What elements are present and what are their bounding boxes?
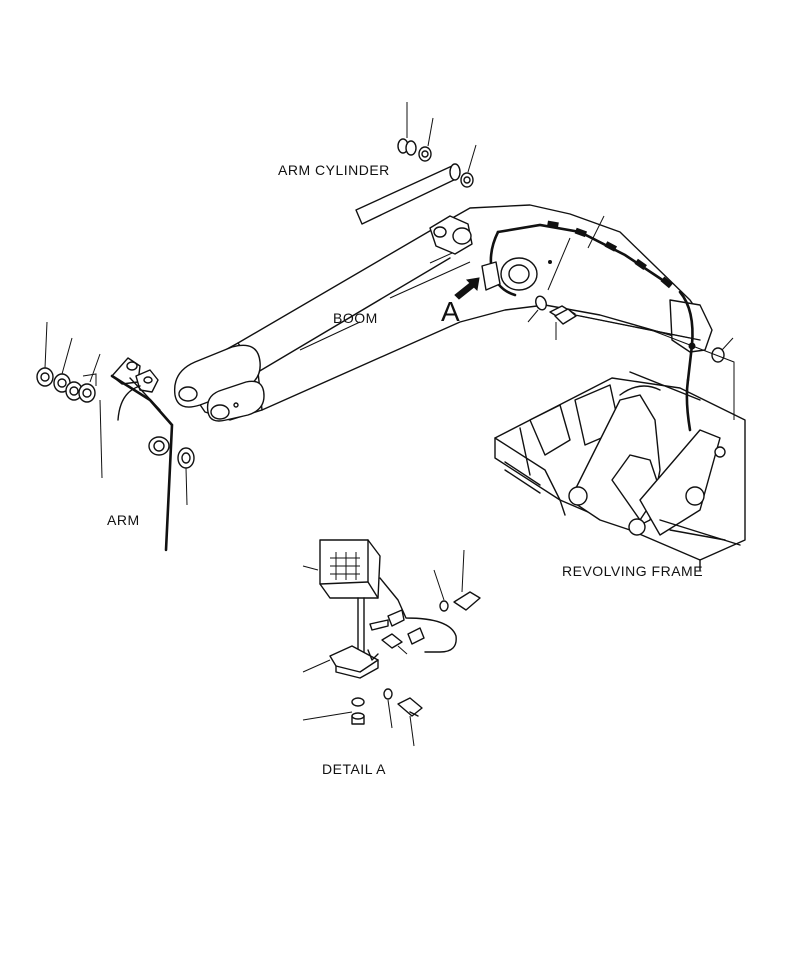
- boom: [173, 204, 713, 422]
- arm-cylinder: [355, 163, 461, 225]
- cylinder-washers: [397, 138, 725, 363]
- label-boom: BOOM: [333, 310, 378, 326]
- arm-end-bracket: [110, 357, 174, 552]
- revolving-frame: [494, 371, 746, 571]
- detail-marker-a: A: [441, 296, 460, 327]
- left-washer-stack: [36, 367, 97, 403]
- detail-a-lamp: [319, 539, 481, 725]
- boom-bolt-assembly: [535, 295, 701, 341]
- label-revolving-frame: REVOLVING FRAME: [562, 563, 703, 579]
- leader-lines: [44, 102, 735, 747]
- label-detail-a: DETAIL A: [322, 761, 386, 777]
- arm-pin-washer: [148, 436, 195, 469]
- lamp-bracket-on-boom: A: [441, 261, 501, 327]
- label-arm-cylinder: ARM CYLINDER: [278, 162, 390, 178]
- label-arm: ARM: [107, 512, 140, 528]
